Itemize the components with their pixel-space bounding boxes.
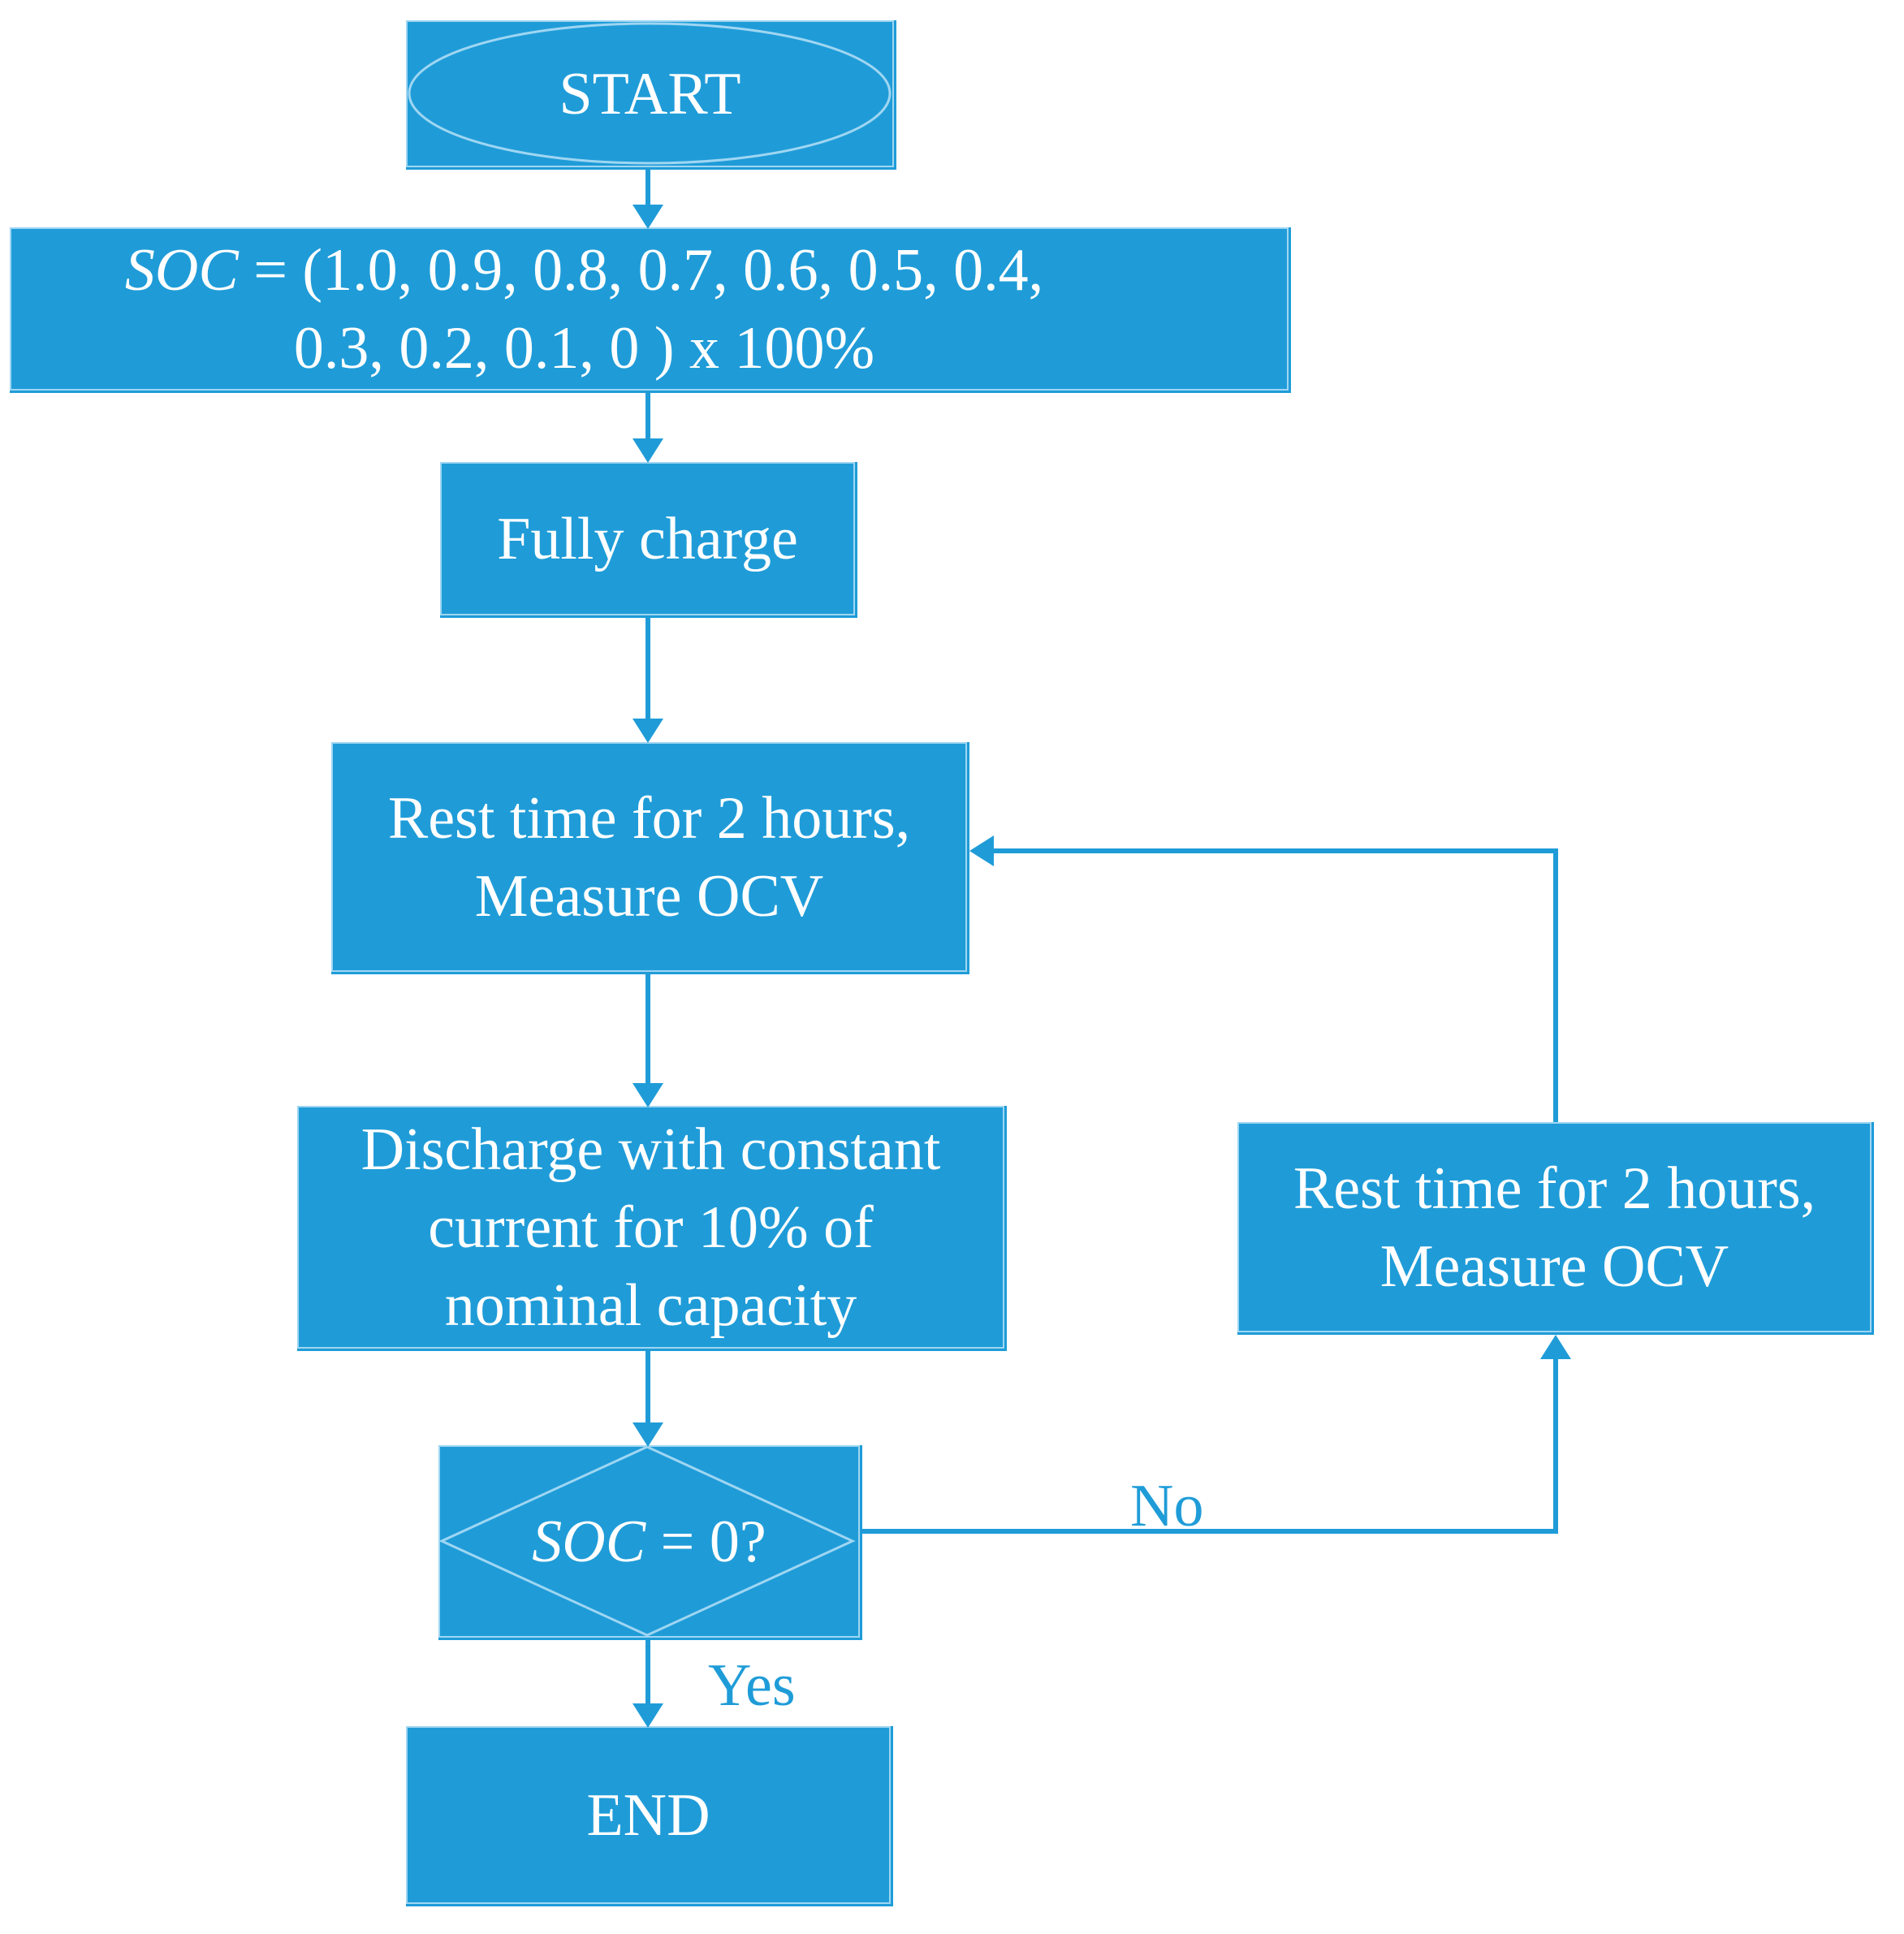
- soc-values-line1: SOC = (1.0, 0.9, 0.8, 0.7, 0.6, 0.5, 0.4…: [10, 231, 1159, 309]
- discharge-node: Discharge with constant current for 10% …: [297, 1106, 1007, 1351]
- end-node: END: [406, 1726, 893, 1906]
- discharge-line2: current for 10% of: [428, 1194, 874, 1261]
- soc-values-list-1: = (1.0, 0.9, 0.8, 0.7, 0.6, 0.5, 0.4,: [238, 236, 1044, 304]
- discharge-line3: nominal capacity: [444, 1271, 857, 1339]
- soc-values-line2: 0.3, 0.2, 0.1, 0 ) x 100%: [293, 314, 875, 382]
- arrowhead-loop: [969, 835, 994, 866]
- arrowhead-discharge: [633, 1083, 663, 1107]
- decision-condition: = 0?: [645, 1508, 766, 1575]
- arrow-loop-back: [992, 848, 1558, 1122]
- rest-measure-ocv-2-line2: Measure OCV: [1379, 1232, 1729, 1300]
- arrow-no-branch: [862, 1358, 1558, 1534]
- rest-measure-ocv-node-2: Rest time for 2 hours, Measure OCV: [1237, 1122, 1874, 1335]
- arrowhead-decision: [633, 1422, 663, 1447]
- start-ellipse: [408, 22, 892, 165]
- yes-label: Yes: [708, 1652, 796, 1719]
- arrowhead-charge: [633, 438, 663, 463]
- rest-measure-ocv-line2: Measure OCV: [474, 862, 824, 930]
- decision-label: SOC = 0?: [438, 1503, 860, 1581]
- no-label: No: [1130, 1473, 1204, 1539]
- fully-charge-label: Fully charge: [497, 505, 798, 572]
- arrowhead-end: [633, 1703, 663, 1728]
- arrowhead-soc: [633, 205, 663, 229]
- end-label: END: [586, 1781, 710, 1849]
- decision-soc-variable: SOC: [532, 1508, 646, 1575]
- soc-zero-decision-node: SOC = 0?: [438, 1445, 862, 1640]
- rest-measure-ocv-node: Rest time for 2 hours, Measure OCV: [331, 742, 969, 974]
- fully-charge-node: Fully charge: [440, 462, 857, 618]
- discharge-line1: Discharge with constant: [361, 1116, 941, 1183]
- start-node: START: [406, 20, 896, 170]
- arrowhead-rest2: [1540, 1335, 1571, 1359]
- rest-measure-ocv-2-line1: Rest time for 2 hours,: [1293, 1155, 1816, 1222]
- start-label: START: [559, 60, 741, 127]
- decision-diamond: [438, 1445, 856, 1637]
- soc-variable: SOC: [124, 236, 239, 304]
- arrowhead-rest: [633, 719, 663, 743]
- soc-values-node: SOC = (1.0, 0.9, 0.8, 0.7, 0.6, 0.5, 0.4…: [10, 227, 1291, 393]
- rest-measure-ocv-line1: Rest time for 2 hours,: [387, 784, 911, 852]
